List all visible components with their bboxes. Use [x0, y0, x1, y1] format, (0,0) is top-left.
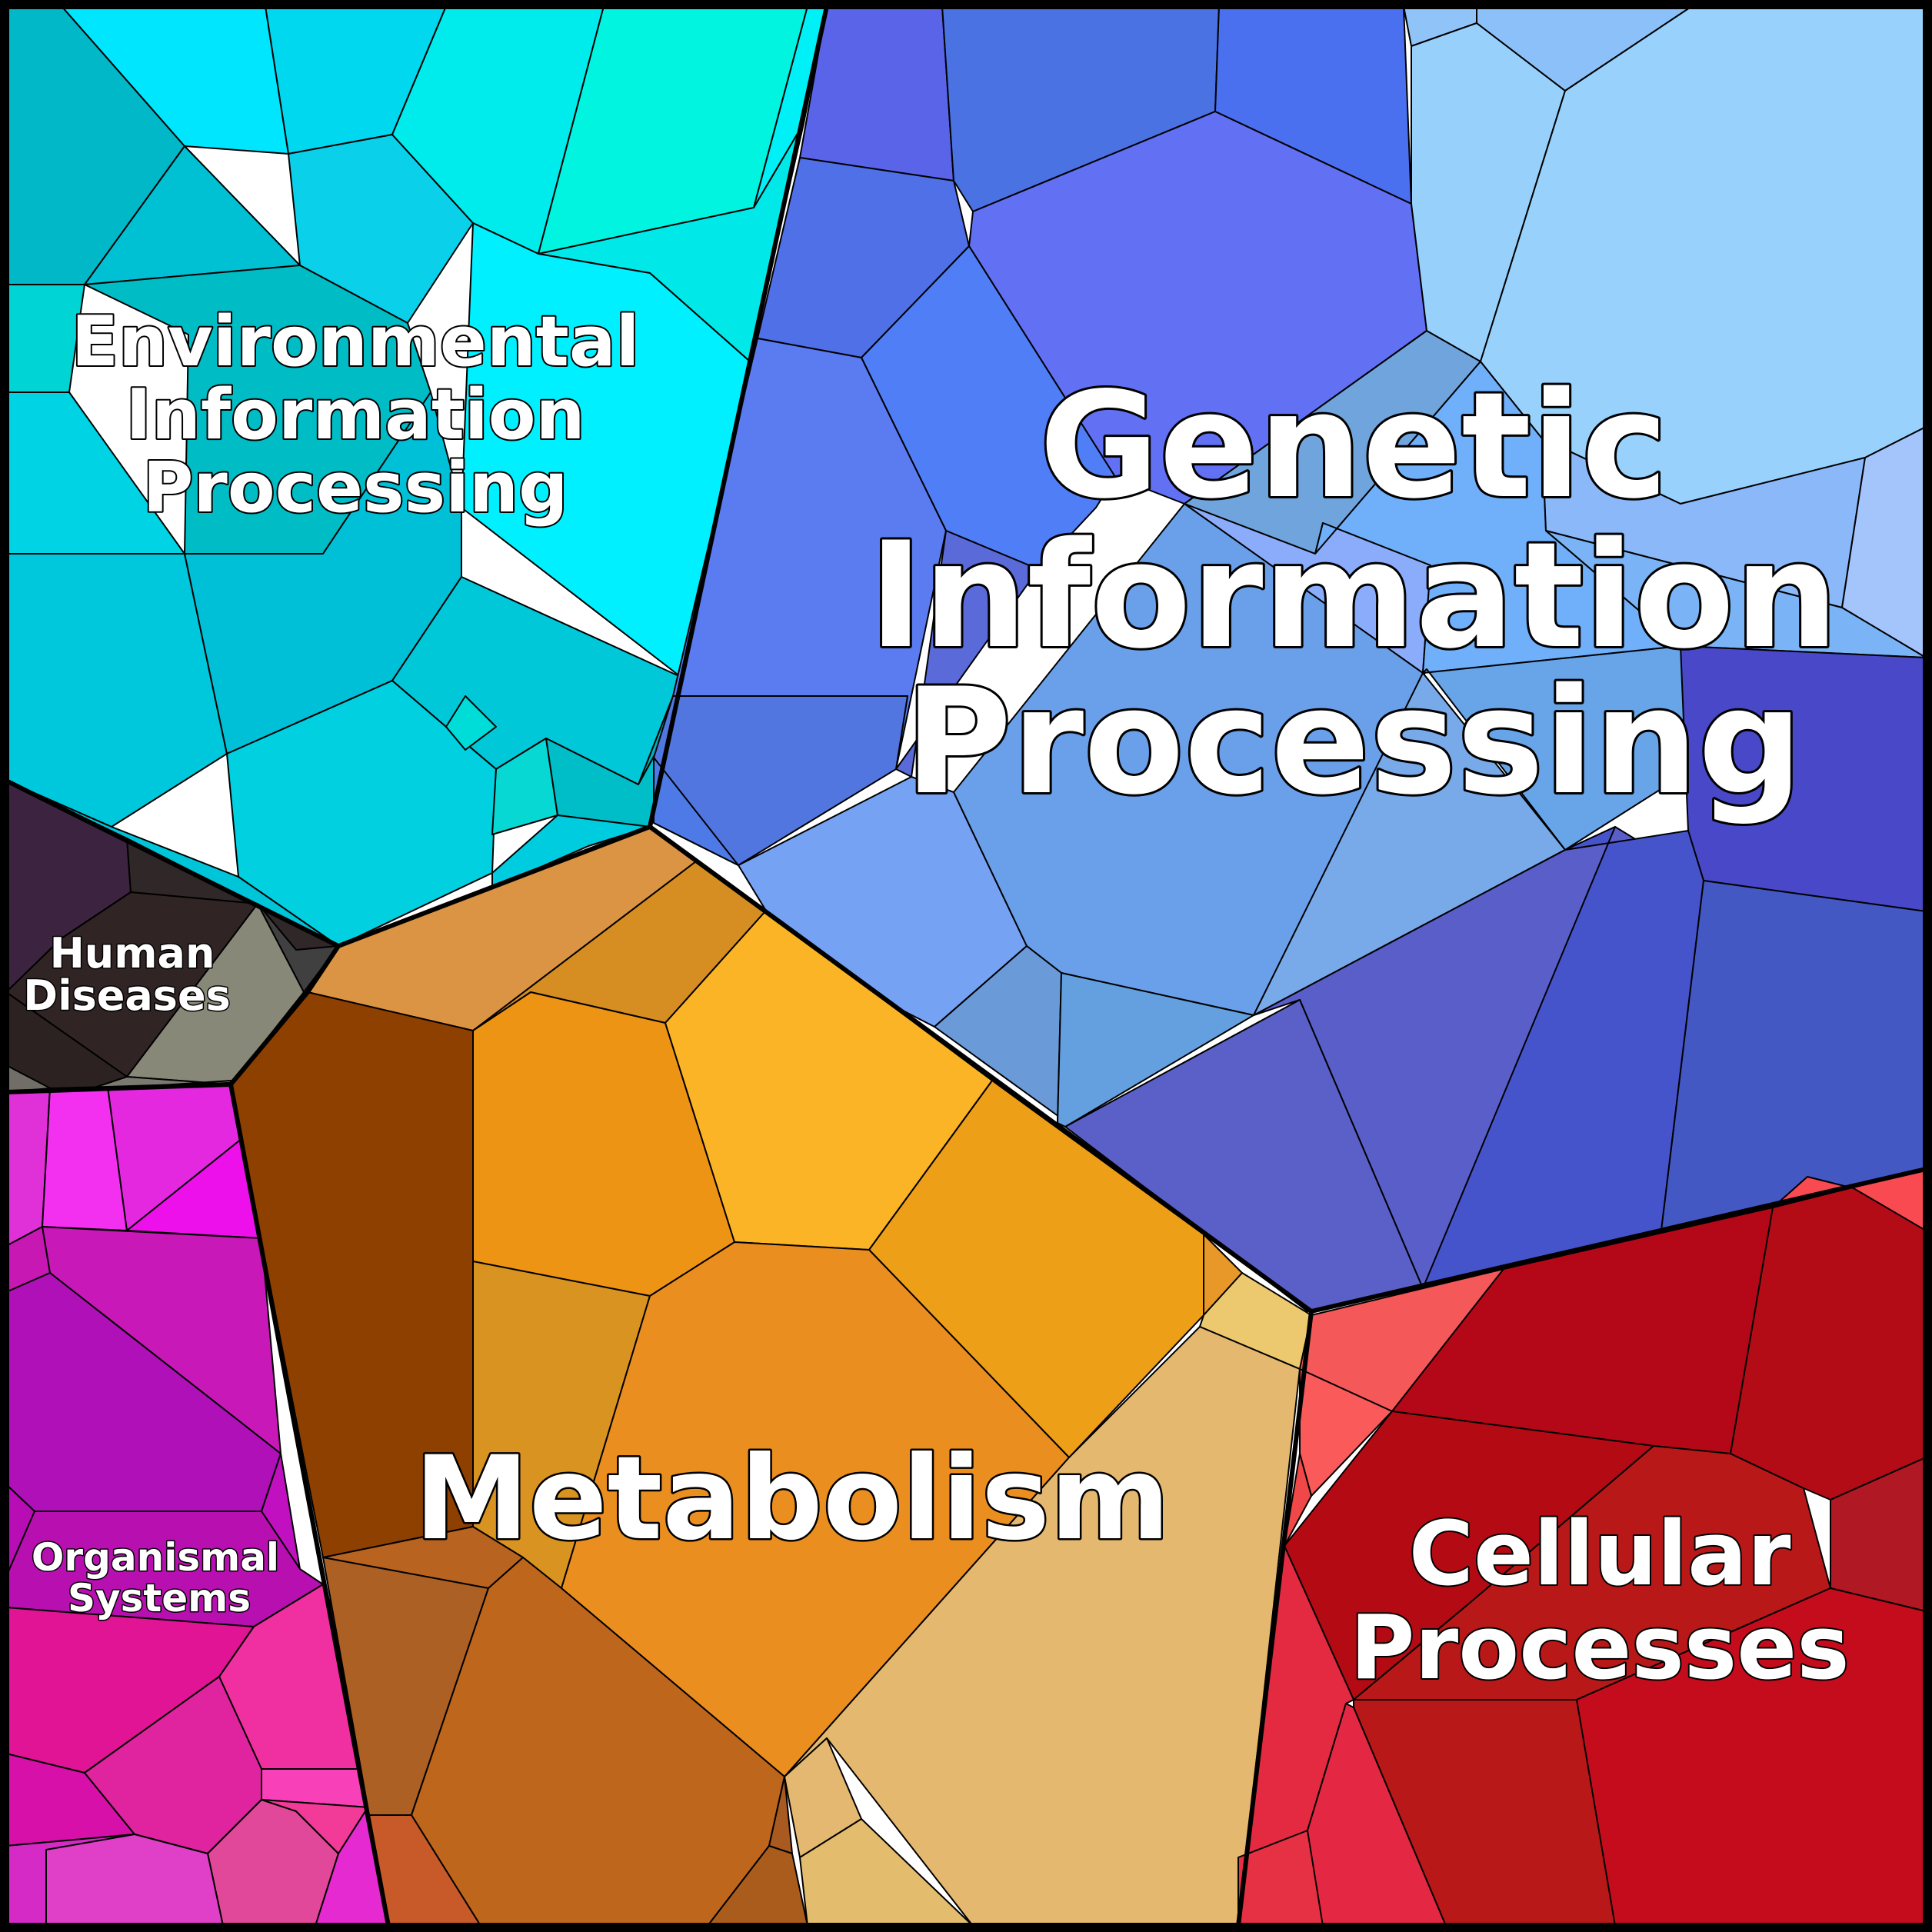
label-line: Human [50, 929, 215, 978]
label-line: Metabolism [415, 1432, 1171, 1566]
label-line: Cellular [1409, 1503, 1791, 1606]
region-organismal-cells [5, 1082, 389, 1927]
label-line: Genetic [1039, 361, 1668, 531]
label-line: Information [869, 511, 1839, 681]
region-label-genetic: Genetic Information Processing [867, 358, 1841, 829]
label-line: Diseases [23, 971, 230, 1020]
region-label-human: Human Diseases [22, 928, 232, 1021]
env-cell [445, 695, 497, 751]
region-label-cellular: Cellular Processes [1348, 1501, 1851, 1701]
label-line: Processes [1350, 1597, 1850, 1700]
label-line: Organismal [32, 1535, 279, 1580]
region-label-environmental: Environmental Information Processing [70, 300, 641, 530]
label-line: Processing [142, 448, 568, 528]
gen-cell [653, 757, 739, 866]
org-cell [45, 1834, 224, 1927]
env-cell [288, 134, 474, 324]
region-metabolism-cells [230, 826, 1312, 1927]
label-line: Environmental [72, 301, 640, 382]
cel-cell [1284, 1453, 1312, 1547]
label-line: Processing [904, 657, 1803, 827]
region-genetic-cells [653, 5, 1927, 1312]
region-cellular-cells [1237, 1168, 1927, 1927]
region-label-organismal: Organismal Systems [30, 1534, 280, 1622]
region-label-metabolism: Metabolism [412, 1431, 1172, 1568]
label-line: Systems [68, 1576, 251, 1621]
label-line: Information [125, 375, 585, 455]
